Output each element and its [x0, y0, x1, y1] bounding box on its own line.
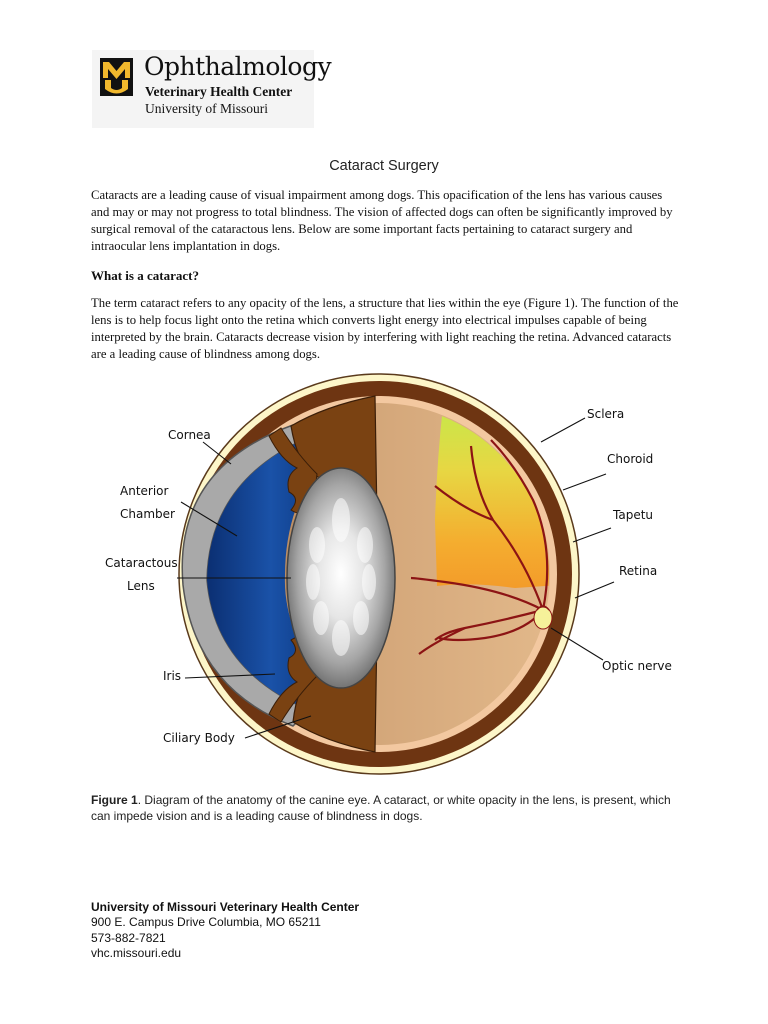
retinal-vessels	[410, 439, 549, 655]
tapetum	[435, 406, 549, 588]
paragraph-text-end: ). The function of the lens is to help f…	[91, 296, 679, 361]
footer-organization: University of Missouri Veterinary Health…	[91, 900, 360, 914]
label-retina: Retina	[619, 564, 657, 578]
optic-nerve-head	[533, 605, 553, 630]
footer-phone: 573-882-7821	[91, 930, 166, 945]
iris-upper	[268, 427, 318, 514]
logo-title: Ophthalmology	[144, 52, 332, 81]
footer-contact: University of Missouri Veterinary Health…	[91, 900, 359, 961]
label-cataractous-lens-line2: Lens	[127, 579, 155, 593]
footer-website: vhc.missouri.edu	[91, 945, 182, 960]
caption-text: . Diagram of the anatomy of the canine e…	[91, 793, 671, 823]
label-sclera: Sclera	[587, 407, 624, 421]
cataract-definition-paragraph: The term cataract refers to any opacity …	[91, 295, 679, 363]
label-anterior-chamber-line1: Anterior	[120, 484, 169, 498]
label-cornea: Cornea	[168, 428, 211, 442]
intro-paragraph: Cataracts are a leading cause of visual …	[91, 188, 673, 253]
label-optic-nerve: Optic nerve	[602, 659, 672, 673]
page-title: Cataract Surgery	[329, 158, 439, 174]
lens-opacity-spokes	[306, 498, 376, 656]
paragraph-text-start: The term cataract refers to any opacity …	[91, 296, 528, 310]
eye-diagram-svg: Cornea Anterior Chamber Cataractous Lens…	[105, 373, 672, 775]
label-tapetum: Tapetu	[612, 508, 653, 522]
ophthalmology-logo: Ophthalmology Veterinary Health Center U…	[92, 50, 332, 128]
anterior-chamber	[207, 438, 313, 710]
mizzou-mu-logo-icon	[100, 58, 133, 96]
label-choroid: Choroid	[607, 452, 653, 466]
label-cataractous-lens-line1: Cataractous	[105, 556, 178, 570]
figure-caption: Figure 1. Diagram of the anatomy of the …	[91, 793, 681, 824]
figure-reference: Figure 1	[527, 296, 571, 310]
footer-address: 900 E. Campus Drive Columbia, MO 65211	[91, 915, 321, 930]
section-heading: What is a cataract?	[91, 268, 199, 283]
label-iris: Iris	[163, 669, 181, 683]
label-leader-lines	[177, 417, 615, 739]
logo-university: University of Missouri	[145, 101, 268, 116]
caption-label: Figure 1	[91, 793, 138, 807]
eye-anatomy-diagram: Cornea Anterior Chamber Cataractous Lens…	[85, 370, 685, 782]
label-anterior-chamber-line2: Chamber	[120, 507, 175, 521]
label-ciliary-body: Ciliary Body	[163, 731, 235, 745]
logo-subtitle: Veterinary Health Center	[145, 84, 293, 99]
